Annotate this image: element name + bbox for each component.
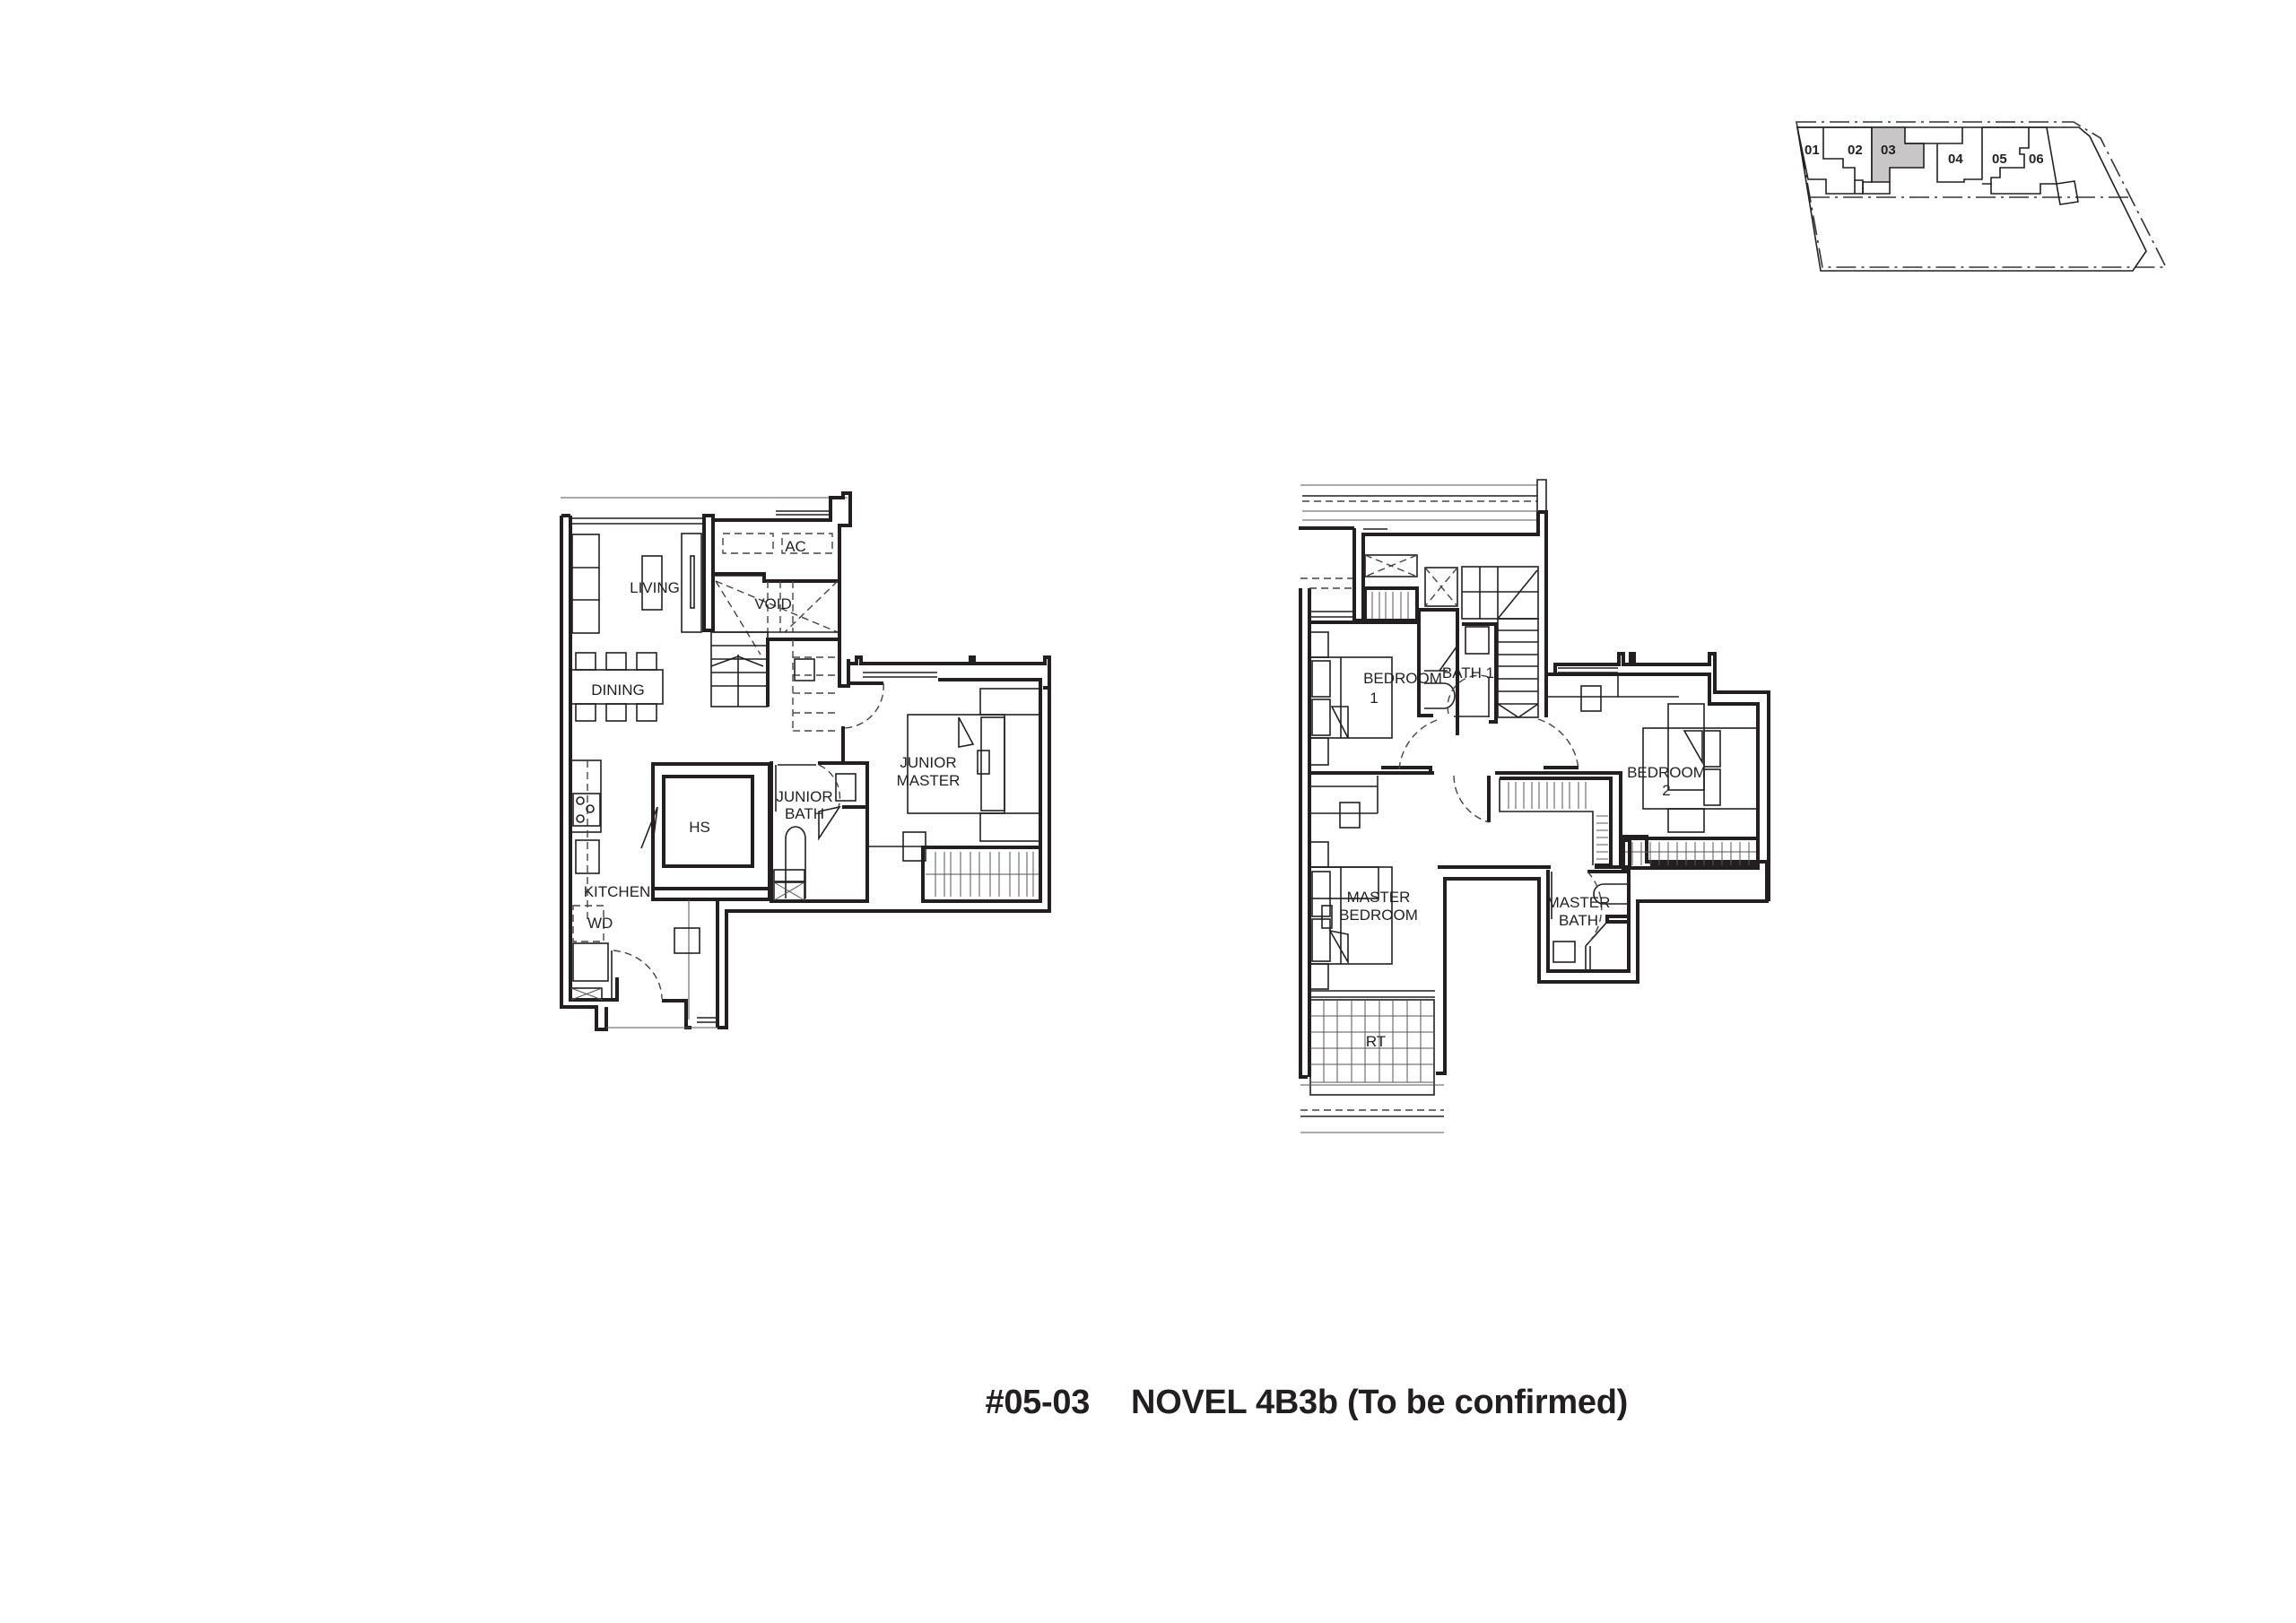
svg-text:KITCHEN: KITCHEN (584, 883, 651, 900)
svg-text:DINING: DINING (591, 681, 645, 699)
svg-text:05: 05 (1992, 152, 2007, 167)
svg-text:VOID: VOID (754, 595, 792, 612)
svg-text:BEDROOM: BEDROOM (1627, 764, 1706, 781)
svg-text:RT: RT (1366, 1033, 1386, 1050)
unit-number: #05-03 (985, 1384, 1091, 1421)
svg-text:AC: AC (785, 538, 806, 555)
unit-caption: #05-03 NOVEL 4B3b (To be confirmed) (967, 1345, 1629, 1422)
svg-text:02: 02 (1848, 143, 1863, 158)
svg-text:06: 06 (2029, 152, 2044, 167)
svg-text:LIVING: LIVING (630, 579, 680, 596)
svg-text:MASTER: MASTER (897, 772, 961, 789)
svg-text:01: 01 (1805, 143, 1820, 158)
svg-text:JUNIOR: JUNIOR (900, 754, 956, 771)
svg-text:BATH: BATH (785, 805, 824, 822)
svg-text:HS: HS (689, 819, 710, 836)
svg-text:04: 04 (1948, 152, 1963, 167)
svg-text:MASTER: MASTER (1347, 889, 1411, 906)
svg-text:2: 2 (1662, 782, 1670, 799)
upper-floor-plan: BEDROOM 1 BATH 1 BEDROOM 2 MASTER BEDROO… (1299, 479, 1770, 1133)
svg-text:BEDROOM: BEDROOM (1363, 670, 1442, 687)
svg-text:03: 03 (1881, 143, 1896, 158)
svg-text:1: 1 (1370, 690, 1378, 707)
key-plan-unit-03 (1871, 126, 1925, 183)
svg-text:BEDROOM: BEDROOM (1339, 907, 1418, 924)
lower-floor-plan: HS WD (560, 491, 1051, 1031)
svg-text:BATH: BATH (1559, 912, 1598, 929)
key-plan: 01 02 03 04 05 06 (1796, 121, 2168, 272)
unit-type: NOVEL 4B3b (To be confirmed) (1131, 1384, 1628, 1421)
svg-text:MASTER: MASTER (1547, 894, 1611, 911)
svg-text:BATH 1: BATH 1 (1442, 664, 1494, 681)
svg-text:WD: WD (587, 915, 613, 932)
svg-text:JUNIOR: JUNIOR (776, 788, 832, 805)
